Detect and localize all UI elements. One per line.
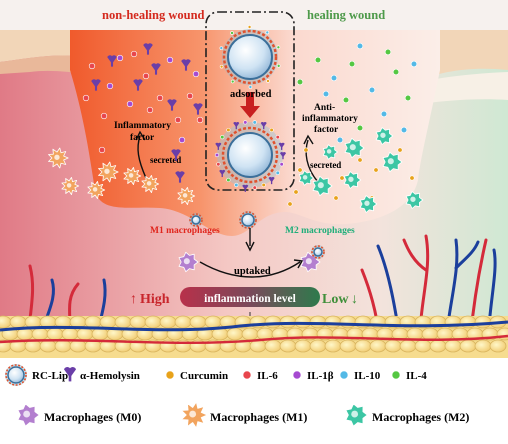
inflammation-bar — [180, 287, 320, 307]
legend-m0-label: Macrophages (M0) — [44, 410, 141, 424]
hemolysin-icon — [280, 152, 286, 160]
il1b-dot-icon — [292, 370, 302, 380]
m2-cell-icon — [345, 403, 368, 427]
hemolysin-icon — [215, 142, 222, 150]
hemolysin-icon — [219, 169, 226, 178]
legend-m1-label: Macrophages (M1) — [210, 410, 307, 424]
inflammation-level: ↑ High inflammation level Low ↓ — [130, 287, 358, 307]
legend-il10-label: IL-10 — [354, 370, 381, 382]
m2-cell-icon — [344, 137, 365, 159]
m1-cell-icon — [61, 177, 80, 195]
il4-dot-icon — [391, 370, 401, 380]
m1-cell-icon — [87, 181, 106, 199]
adsorb-arrow — [240, 92, 260, 118]
m1-cell-icon — [177, 187, 196, 205]
uptaked-label: uptaked — [234, 266, 271, 277]
m1-cell-icon — [181, 401, 208, 429]
hemolysin-icon — [181, 59, 191, 71]
liposome-icon — [189, 213, 203, 227]
anti-factor-line2: inflammatory — [302, 114, 358, 124]
top-strip — [0, 0, 508, 30]
legend-m2-label: Macrophages (M2) — [372, 410, 469, 424]
il6-dot-icon — [242, 370, 252, 380]
low-label: Low — [322, 292, 349, 307]
liposome-bottom — [217, 122, 283, 188]
macrophage-cells — [48, 127, 424, 273]
cytokine-particles — [82, 42, 418, 207]
liposome-icon — [239, 211, 257, 229]
m2-cell-icon — [322, 144, 338, 160]
m0-cell-icon — [178, 251, 199, 273]
m2-cell-icon — [343, 171, 362, 189]
m2-cell-icon — [382, 151, 403, 173]
hemolysin-icon — [260, 122, 267, 130]
curcumin-dot-icon — [165, 370, 175, 380]
hemolysin-icon — [143, 43, 153, 55]
fat-layer — [0, 315, 508, 360]
high-arrow: ↑ — [130, 292, 137, 307]
m1-cell-icon — [98, 161, 119, 183]
liposome-icon — [311, 245, 325, 259]
anti-factor-line3: factor — [314, 125, 339, 135]
hemolysin-icon — [278, 142, 285, 150]
m2-cell-icon — [359, 195, 378, 213]
hemolysin-icon — [133, 79, 143, 91]
hemolysin-icon — [107, 55, 117, 67]
hemolysin-icon — [233, 122, 240, 130]
legend-curcumin-label: Curcumin — [180, 370, 228, 382]
il10-dot-icon — [339, 370, 349, 380]
inflammatory-factor-line2: factor — [130, 133, 155, 143]
legend-rclip-label: RC-Lip — [32, 370, 68, 382]
hemolysin-icon — [268, 176, 275, 185]
right-title: healing wound — [307, 8, 385, 22]
legend: RC-Lip α-Hemolysin Curcumin IL-6 IL-1β IL-10 I… — [0, 358, 508, 444]
m1-cell-icon — [48, 147, 69, 169]
m2-cell-icon — [312, 175, 333, 197]
secreted-arrow-left — [137, 135, 147, 179]
inflammatory-factor-line1: Inflammatory — [114, 121, 171, 131]
legend-il6-label: IL-6 — [257, 370, 278, 382]
hemolysin-icon — [242, 184, 249, 192]
inflammation-bar-text: inflammation level — [204, 293, 296, 305]
legend-il4-label: IL-4 — [406, 370, 427, 382]
secreted-arrow-right — [305, 139, 319, 183]
m2-cell-icon — [375, 127, 394, 145]
hemolysin-icon — [193, 103, 203, 115]
secreted-right-label: secreted — [310, 160, 341, 170]
left-title: non-healing wound — [102, 8, 205, 22]
m1-cell-icon — [123, 167, 142, 185]
m2-cell-icon — [298, 170, 314, 186]
adsorbed-label: adsorbed — [230, 89, 272, 100]
low-arrow: ↓ — [351, 292, 358, 307]
hemolysin-icon — [175, 171, 185, 183]
hemolysin-icon — [64, 367, 76, 382]
hemolysin-icon — [91, 79, 101, 91]
legend-il1b-label: IL-1β — [307, 370, 334, 382]
uptake-arrow-curve — [199, 261, 301, 278]
liposome-top — [222, 29, 278, 85]
high-label: High — [140, 292, 170, 307]
m0-cell-icon — [17, 403, 40, 427]
secreted-left-label: secreted — [150, 155, 181, 165]
hemolysin-icon — [171, 149, 181, 161]
legend-hemolysin-label: α-Hemolysin — [80, 370, 140, 382]
m1-cell-icon — [141, 175, 160, 193]
m2-cell-icon — [405, 191, 424, 209]
liposome-adsorbed-particles — [214, 25, 286, 192]
adsorption-panel — [205, 11, 295, 191]
anti-factor-line1: Anti- — [314, 103, 335, 113]
hemolysin-icon — [167, 99, 177, 111]
m2-macrophages-label: M2 macrophages — [285, 226, 355, 236]
m1-macrophages-label: M1 macrophages — [150, 226, 220, 236]
hemolysin-icon — [151, 63, 161, 75]
liposome-icon — [5, 364, 27, 386]
